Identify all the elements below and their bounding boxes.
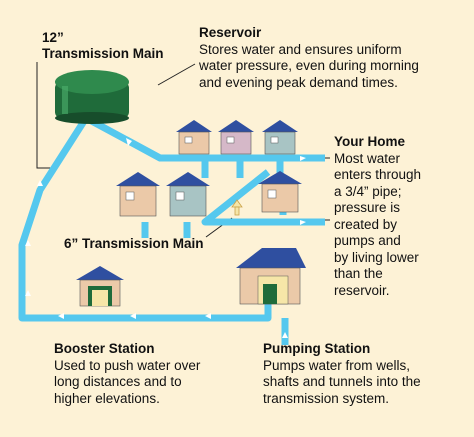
arrow-icon [300, 156, 306, 161]
arrow-icon [300, 220, 306, 225]
booster-station-line: higher elevations. [54, 390, 160, 406]
main-pipe-loop [18, 116, 272, 322]
transmission-6-label: 6” Transmission Main [64, 236, 204, 251]
your-home-line: a 3/4” pipe; [334, 183, 402, 199]
pumping-station-line: Pumps water from wells, [263, 357, 411, 373]
your-home-line: by living lower [334, 249, 419, 265]
arrow-icon [205, 313, 211, 319]
arrow-icon [25, 240, 31, 246]
reservoir-line: water pressure, even during morning [199, 58, 419, 73]
your-home-description: Your Home Most water enters through a 3/… [334, 134, 421, 299]
pumping-station-description: Pumping Station Pumps water from wells, … [263, 341, 421, 407]
small-arrow-icon [231, 199, 243, 216]
reservoir-line: Stores water and ensures uniform [199, 41, 402, 57]
house-icon [218, 120, 254, 155]
upper-branch-pipe [84, 114, 325, 162]
arrow-icon [126, 138, 132, 146]
house-icon [258, 171, 302, 213]
lower-branch-pipe [201, 169, 325, 226]
your-home-line: reservoir. [334, 282, 390, 298]
your-home-line: created by [334, 216, 398, 232]
booster-station-icon [76, 266, 124, 307]
booster-station-line: Used to push water over [54, 357, 201, 373]
reservoir-title: Reservoir [199, 25, 262, 40]
arrow-icon [130, 313, 136, 319]
flow-arrows [25, 138, 306, 338]
house-icon [262, 120, 298, 155]
reservoir-line: and evening peak demand times. [199, 74, 398, 90]
your-home-line: pressure is [334, 200, 401, 215]
booster-station-line: long distances and to [54, 374, 182, 389]
houses [116, 120, 302, 217]
your-home-line: enters through [334, 167, 422, 182]
your-home-line: pumps and [334, 233, 401, 248]
leader-12-main [36, 62, 52, 169]
transmission-12-name-label: Transmission Main [42, 46, 164, 61]
leader-reservoir [157, 63, 196, 86]
pumping-station-line: transmission system. [263, 390, 390, 406]
your-home-line: Most water [334, 150, 401, 166]
booster-station-title: Booster Station [54, 341, 155, 356]
pumping-station-icon [236, 248, 306, 305]
house-icon [116, 172, 160, 217]
arrow-icon [282, 332, 288, 338]
pumping-station-title: Pumping Station [263, 341, 371, 356]
house-icon [166, 172, 210, 217]
your-home-line: than the [334, 266, 383, 281]
arrow-icon [37, 180, 43, 186]
booster-station-description: Booster Station Used to push water over … [54, 341, 200, 407]
reservoir-tank-icon [55, 70, 129, 124]
transmission-12-size-label: 12” [42, 30, 64, 45]
arrow-icon [58, 313, 64, 319]
arrow-icon [25, 290, 31, 296]
pumping-station-line: shafts and tunnels into the [263, 374, 421, 389]
reservoir-description: Reservoir Stores water and ensures unifo… [199, 25, 419, 91]
house-icon [176, 120, 212, 155]
your-home-title: Your Home [334, 134, 406, 149]
